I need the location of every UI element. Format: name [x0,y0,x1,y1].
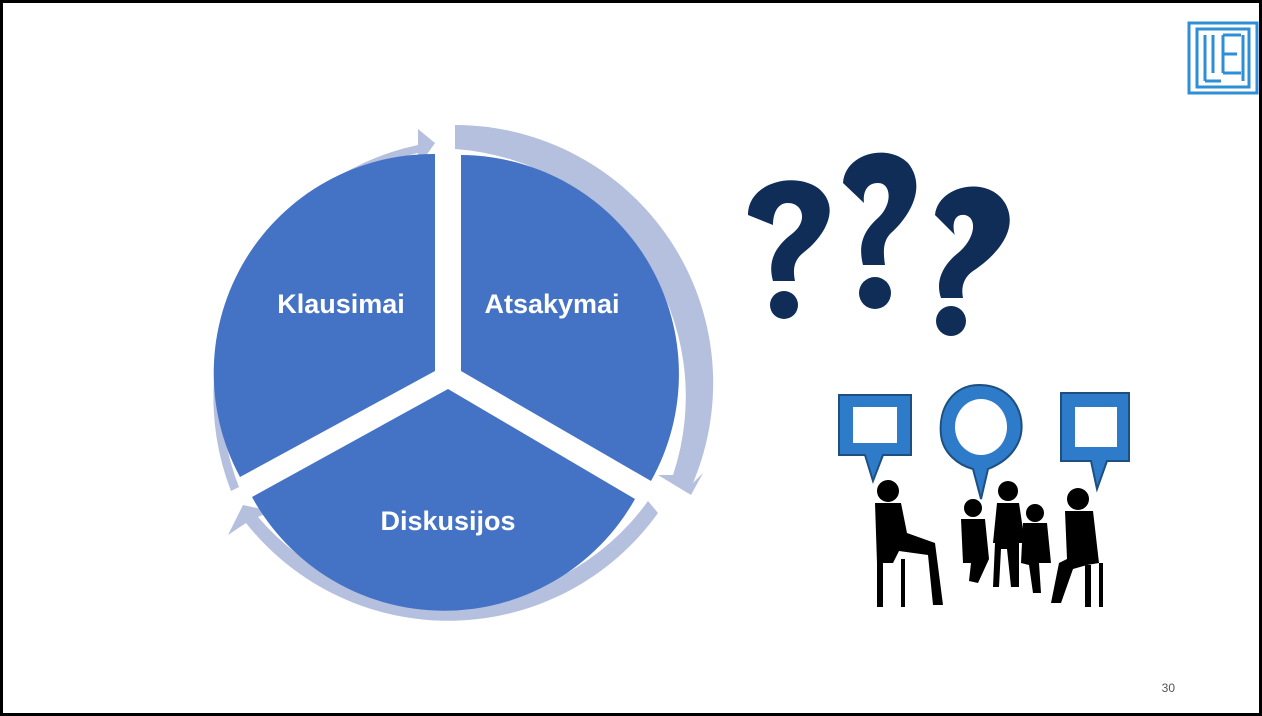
label-klausimai: Klausimai [277,289,405,319]
segment-diskusijos [252,389,635,611]
label-atsakymai: Atsakymai [484,289,619,319]
ring-arrow-right [455,124,714,495]
slide-number: 30 [1161,681,1175,695]
cycle-diagram: Klausimai Atsakymai Diskusijos [213,124,714,621]
people-silhouettes-icon [875,480,1103,607]
label-diskusijos: Diskusijos [380,506,515,536]
segment-atsakymai [461,155,679,481]
ring-arrow-bottom [228,501,658,621]
speech-bubbles [838,383,1130,500]
segments [213,153,679,611]
segment-klausimai [213,153,435,478]
arrow-ring [213,124,714,621]
question-marks-icon [748,152,1010,336]
lei-logo [1187,21,1259,95]
